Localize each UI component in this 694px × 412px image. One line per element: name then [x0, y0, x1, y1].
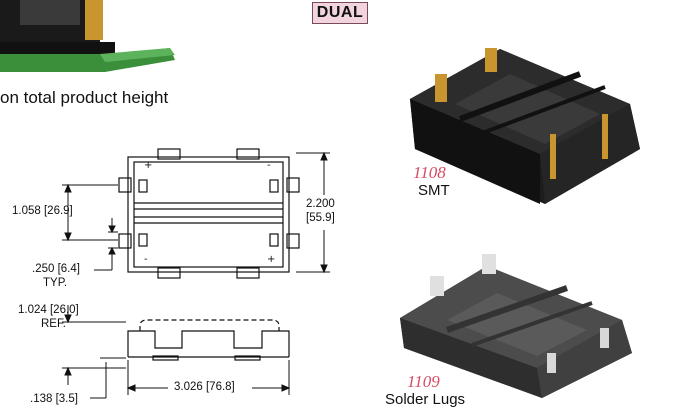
part-description-1108: SMT — [418, 182, 450, 199]
dim-pitch-note: TYP. — [43, 277, 68, 289]
svg-text:+: + — [267, 254, 275, 265]
top-view-drawing: + - - + — [62, 148, 330, 279]
dim-length-bottom: 3.026 [76.8] — [174, 381, 235, 393]
product-image-1108 — [410, 48, 640, 204]
product-photo-cropped — [0, 0, 175, 72]
part-number-1108: 1108 — [413, 163, 446, 182]
height-caption: on total product height — [0, 88, 169, 107]
svg-text:-: - — [267, 160, 271, 171]
dim-width-right-in: 2.200 — [306, 198, 335, 210]
dim-width-right-mm: [55.9] — [306, 212, 335, 224]
dual-badge: DUAL — [312, 2, 368, 24]
part-description-1109: Solder Lugs — [385, 391, 466, 408]
dim-ref-note: REF. — [41, 318, 66, 330]
dim-pitch: .250 [6.4] — [32, 263, 80, 275]
part-number-1109: 1109 — [407, 372, 440, 391]
svg-text:+: + — [144, 160, 152, 171]
dim-base-height: .138 [3.5] — [30, 393, 78, 405]
product-image-1109 — [400, 254, 632, 398]
side-view-drawing — [62, 305, 291, 399]
dim-height-left: 1.058 [26.9] — [12, 205, 73, 217]
dim-ref-height: 1.024 [26.0] — [18, 304, 79, 316]
svg-text:-: - — [144, 254, 148, 265]
